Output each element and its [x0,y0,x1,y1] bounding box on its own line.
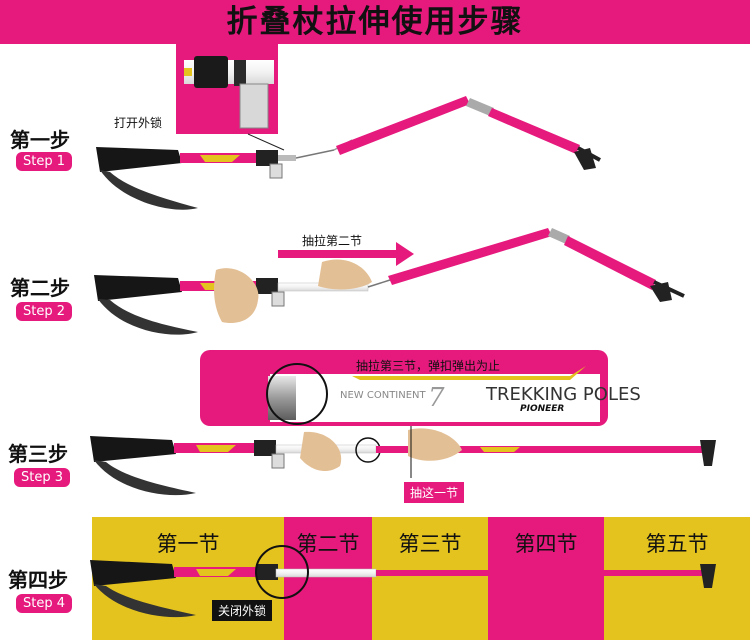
brand-left-text: NEW CONTINENT [340,390,426,401]
step-4-note: 关闭外锁 [212,600,273,621]
step-3-note-2: 抽这一节 [404,482,465,503]
pole-step-1 [96,96,601,210]
maker-logo: PIONEER [520,404,565,414]
pole-step-2 [94,228,685,335]
lock-zoom-detail [184,56,285,151]
step-2-note: 抽拉第二节 [302,234,363,248]
pull-arrow-icon [278,242,414,266]
svg-text:7: 7 [428,383,445,413]
section-band-4 [488,517,604,640]
step-1-note: 打开外锁 [114,116,163,130]
step-1-badge: Step 1 [16,152,73,171]
section-band-2 [284,517,372,640]
step-4-badge: Step 4 [16,594,73,613]
section-label-3: 第三节 [398,532,462,556]
title-banner [0,0,750,44]
pole-step-3 [90,426,716,496]
section-label-2: 第二节 [296,532,360,556]
step-1-title: 第一步 [10,128,70,152]
section-band-3 [372,517,488,640]
page-title: 折叠杖拉伸使用步骤 [226,4,524,40]
step-2-title: 第二步 [10,276,70,300]
section-label-5: 第五节 [645,532,709,556]
section-band-5 [604,517,750,640]
section-label-4: 第四节 [514,532,578,556]
detail-zoom-graphics: 7 [210,363,586,425]
step-3-title: 第三步 [8,442,68,466]
step-3-note: 抽拉第三节，弹扣弹出为止 [356,359,501,373]
pole-step-4 [90,545,716,618]
step-2-badge: Step 2 [16,302,73,321]
brand-right-text: TREKKING POLES [486,384,641,405]
section-label-1: 第一节 [156,532,220,556]
step-4-title: 第四步 [8,568,68,592]
step-3-badge: Step 3 [14,468,71,487]
